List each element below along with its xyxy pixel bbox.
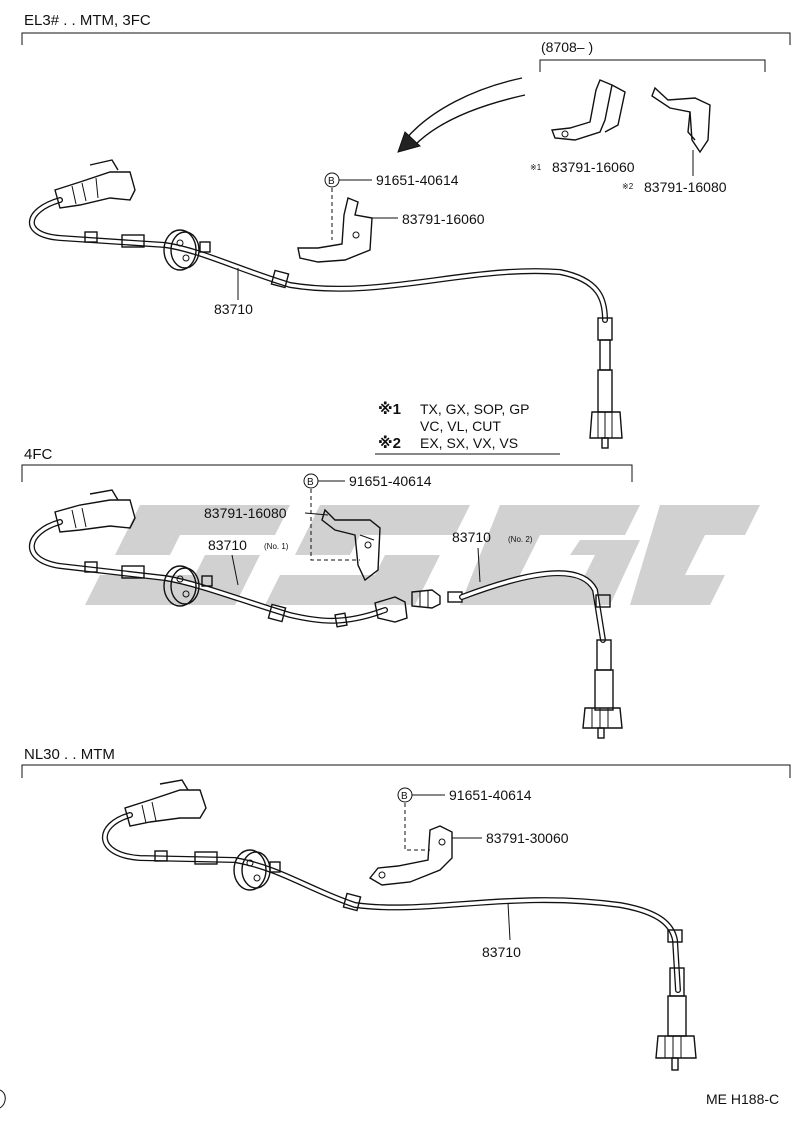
bracket-part-number: 83791-30060 xyxy=(486,830,569,846)
cable-no2-suffix: (No. 2) xyxy=(508,535,533,544)
bracket-icon xyxy=(297,197,373,263)
alt-bracket-1-icon xyxy=(551,79,626,141)
watermark-logo xyxy=(85,505,760,605)
speedometer-cable xyxy=(28,159,623,449)
arrow-head-icon xyxy=(397,131,421,153)
section-bracket xyxy=(21,32,791,45)
section-el3-mtm-3fc: EL3# . . MTM, 3FC (8708– ) ※1 83791-1606… xyxy=(21,12,791,449)
applicability-notes: ※1 TX, GX, SOP, GP VC, VL, CUT ※2 EX, SX… xyxy=(375,400,560,455)
alt-mark-1: ※1 xyxy=(530,163,542,172)
bracket-part-number: 83791-16060 xyxy=(402,211,485,227)
bolt-symbol-letter: B xyxy=(307,477,314,488)
alt-mark-2: ※2 xyxy=(622,182,634,191)
section-title: 4FC xyxy=(24,446,53,463)
cable-part-number: 83710 xyxy=(214,301,253,317)
note-1-line1: TX, GX, SOP, GP xyxy=(420,401,529,417)
bolt-part-number: 91651-40614 xyxy=(376,172,459,188)
bracket-icon xyxy=(321,508,381,582)
cable-part-number: 83710 xyxy=(482,944,521,960)
date-range: (8708– ) xyxy=(541,39,593,55)
page-edge-mark xyxy=(0,1089,6,1109)
section-title: NL30 . . MTM xyxy=(24,746,115,763)
figure-code: ME H188-C xyxy=(706,1091,779,1107)
note-2-line1: EX, SX, VX, VS xyxy=(420,435,518,451)
speedometer-cable xyxy=(101,779,697,1071)
section-nl30-mtm: NL30 . . MTM B 91651-40614 83791-30060 xyxy=(21,746,791,1071)
bolt-symbol-letter: B xyxy=(401,791,408,802)
date-range-bracket xyxy=(539,59,766,72)
speedometer-cable-no2 xyxy=(411,570,623,739)
section-4fc: 4FC B 91651-40614 83791-16080 83710 (No.… xyxy=(21,446,633,739)
bolt-symbol-letter: B xyxy=(328,176,335,187)
bracket-part-number: 83791-16080 xyxy=(204,505,287,521)
speedometer-cable-no1 xyxy=(28,489,408,628)
cable-no2-part-number: 83710 xyxy=(452,529,491,545)
bolt-part-number: 91651-40614 xyxy=(449,787,532,803)
section-bracket xyxy=(21,464,633,482)
section-bracket xyxy=(21,764,791,778)
note-2-mark: ※2 xyxy=(378,434,401,452)
cable-no1-suffix: (No. 1) xyxy=(264,542,289,551)
alt-bracket-1-label: 83791-16060 xyxy=(552,159,635,175)
bracket-icon xyxy=(368,825,453,886)
section-title: EL3# . . MTM, 3FC xyxy=(24,12,151,29)
alt-bracket-2-icon xyxy=(651,86,711,176)
note-1-line2: VC, VL, CUT xyxy=(420,418,501,434)
alt-bracket-2-label: 83791-16080 xyxy=(644,179,727,195)
note-1-mark: ※1 xyxy=(378,400,401,418)
bolt-part-number: 91651-40614 xyxy=(349,473,432,489)
replacement-arrow xyxy=(414,94,526,146)
cable-no1-part-number: 83710 xyxy=(208,537,247,553)
